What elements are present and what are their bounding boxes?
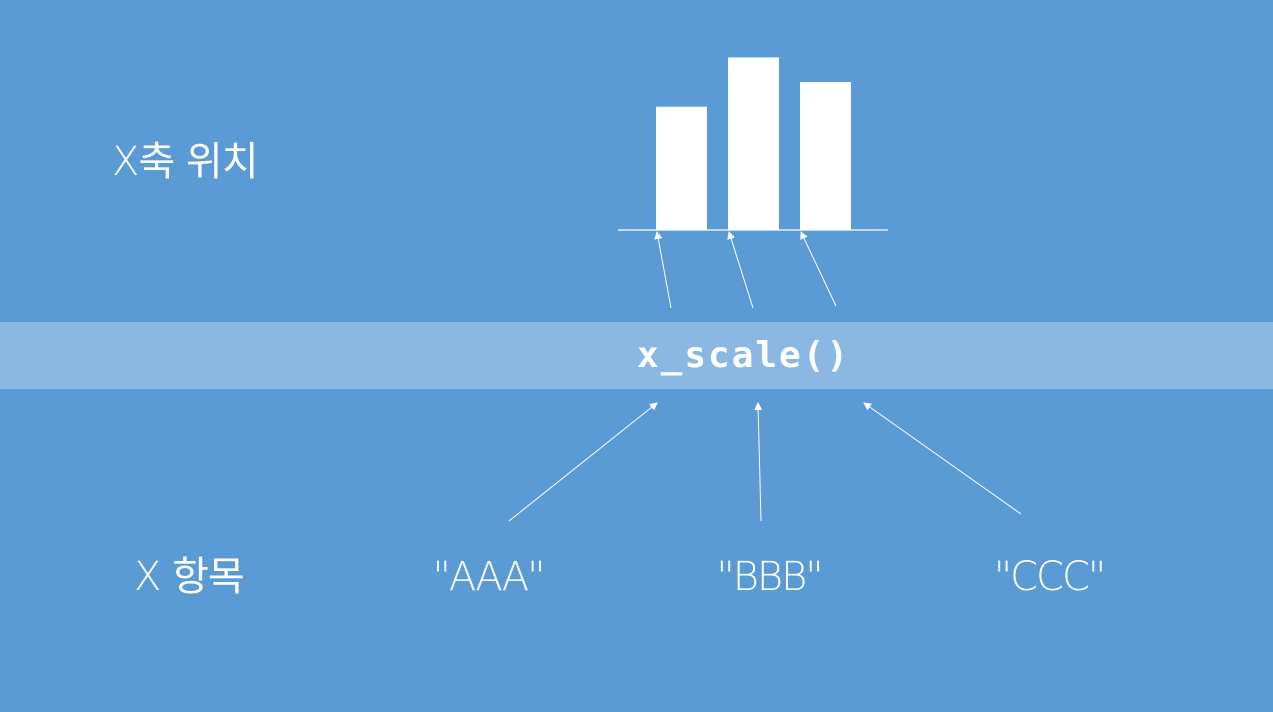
arrow-bar-ccc	[800, 231, 837, 307]
arrow-input-bbb	[754, 402, 763, 522]
category-label-bbb: "BBB"	[716, 554, 823, 600]
x-category-label: X 항목	[134, 554, 245, 600]
bar-1	[656, 106, 707, 230]
scale-function-label: x_scale()	[637, 335, 851, 376]
arrow-bar-aaa	[654, 231, 672, 309]
bar-group	[656, 57, 851, 230]
arrow-bar-bbb	[727, 231, 754, 309]
scale-function-band	[0, 322, 1273, 389]
bar-2	[728, 57, 779, 230]
x-position-label: X축 위치	[112, 139, 259, 185]
bar-3	[800, 82, 851, 230]
category-label-aaa: "AAA"	[432, 554, 545, 600]
arrow-input-ccc	[863, 402, 1022, 515]
category-label-ccc: "CCC"	[993, 554, 1107, 600]
arrow-input-aaa	[508, 402, 658, 522]
